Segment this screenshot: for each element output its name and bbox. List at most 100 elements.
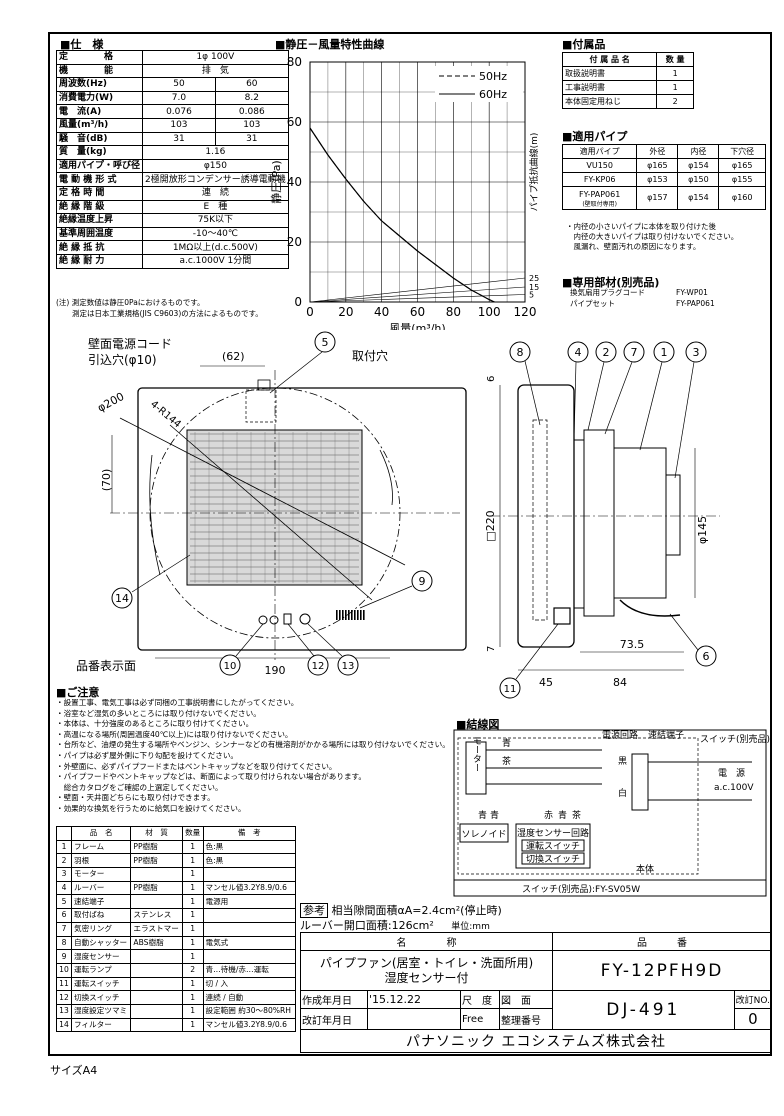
parts-cell: モーター: [70, 867, 132, 882]
spec-value: φ150: [142, 158, 289, 174]
caution-line: ・設置工事、電気工事は必ず同梱の工事説明書にしたがってください。: [56, 698, 299, 707]
pipe-cell: φ157: [636, 186, 679, 210]
pipe-head-cell: 内径: [677, 144, 720, 159]
callout-6: [695, 645, 717, 667]
spec-note-2: 測定は日本工業規格(JIS C9603)の方法によるものです。: [72, 309, 263, 318]
parts-cell: 羽根: [70, 853, 132, 869]
callout-6-label: 6: [703, 650, 710, 663]
callout-8: [509, 341, 531, 363]
legend-50hz: 50Hz: [479, 70, 507, 83]
parts-cell: 電源用: [202, 894, 296, 910]
pipe-head-cell: 下穴径: [718, 144, 766, 159]
pipe-cell: φ160: [718, 186, 766, 210]
caution-line: ・外壁面に、必ずパイプフードまたはベントキャップなどを取り付けてください。: [56, 761, 337, 771]
tb-model: FY-12PFH9D: [552, 950, 772, 991]
parts-cell: 1: [181, 1003, 204, 1019]
tb-name-1: パイプファン(居室・トイレ・洗面所用): [319, 955, 534, 970]
spec-row: 基準周囲温度-10〜40℃: [55, 226, 289, 242]
callout-13-label: 13: [342, 661, 355, 672]
parts-cell: PP樹脂: [130, 839, 183, 855]
option-row2-model: FY-PAP061: [676, 299, 715, 308]
parts-cell: 1: [181, 935, 204, 951]
tb-scale-value: Free: [460, 1008, 500, 1030]
parts-cell: マンセル値3.2Y8.9/0.6: [202, 1017, 296, 1033]
spec-note-1: (注) 測定数値は静圧0Paにおけるものです。: [56, 298, 205, 307]
callout-10-label: 10: [224, 661, 237, 672]
reference-line-2-row: ルーバー開口面積:126cm² 単位:mm: [300, 917, 490, 933]
parts-cell: 14: [56, 1017, 72, 1033]
front-view-drawing: (62) φ200 4-R144 (70) 190 壁面電源コード 引込穴(φ1…: [76, 331, 467, 677]
pipe-title: ■適用パイプ: [562, 130, 628, 143]
wiring-motor: モーター: [471, 736, 482, 772]
parts-cell: [202, 908, 296, 923]
parts-cell: 9: [56, 949, 72, 964]
parts-cell: 3: [56, 867, 72, 882]
spec-value: 75K以下: [142, 213, 289, 228]
spec-row: 機 能排 気: [55, 63, 289, 79]
parts-cell: 1: [181, 976, 204, 992]
side-motor: [613, 447, 667, 599]
pipe-cell: φ150: [677, 172, 720, 187]
spec-title: ■仕 様: [60, 38, 104, 51]
louver-slats: [190, 432, 359, 583]
tb-made-value: '15.12.22: [367, 990, 461, 1009]
spec-value-50hz: 0.076: [142, 104, 216, 119]
spec-value: E 種: [142, 199, 289, 215]
mount-slot-right: [379, 449, 393, 506]
tb-name-cell: パイプファン(居室・トイレ・洗面所用) 湿度センサー付: [300, 950, 553, 991]
spec-value: 2極開放形コンデンサー誘導電動機: [142, 172, 289, 187]
reference-line-1: 相当隙間面積αA=2.4cm²(停止時): [331, 904, 502, 917]
reference-line-2: ルーバー開口面積:126cm²: [300, 919, 434, 932]
pipe-resistance-5: [309, 294, 526, 303]
mount-slot-left: [149, 454, 161, 576]
callout-11-leader: [515, 623, 559, 680]
callout-3-leader: [674, 361, 695, 479]
parts-cell: 6: [56, 908, 72, 923]
chart-y-tick: 40: [287, 175, 302, 189]
unit-label: 単位:mm: [451, 922, 490, 932]
spec-key: 絶 縁 抵 抗: [55, 240, 144, 255]
callout-13-leader: [307, 623, 343, 657]
spec-key: 電 流(A): [55, 104, 144, 119]
callout-2-leader: [587, 361, 605, 431]
parts-head-no: [56, 826, 72, 841]
parts-cell: [130, 949, 183, 964]
wire-white: 白: [618, 787, 627, 799]
parts-cell: 1: [181, 867, 204, 882]
side-switch: [553, 607, 571, 625]
wire-blue-4: 青: [558, 809, 567, 821]
acc-cell: 1: [656, 80, 694, 95]
pipe-resistance-25: [309, 277, 526, 303]
side-frame: [573, 439, 585, 609]
callout-14: [111, 587, 133, 609]
spec-key: 定 格 時 間: [55, 185, 144, 201]
spec-key: 質 量(kg): [55, 145, 144, 160]
parts-cell: [202, 949, 296, 964]
side-spring: [619, 599, 681, 617]
dim-200: φ200: [95, 390, 126, 415]
parts-cell: 2: [181, 962, 204, 978]
parts-cell: 11: [56, 976, 72, 992]
spec-value-50hz: 103: [142, 117, 216, 133]
title-block: 名 称 品 番 パイプファン(居室・トイレ・洗面所用) 湿度センサー付 FY-1…: [300, 932, 773, 1053]
parts-cell: 1: [181, 880, 204, 896]
acc-cell: 本体固定用ねじ: [561, 94, 658, 109]
pipe-tick: 25: [529, 274, 539, 283]
callout-12-label: 12: [312, 661, 325, 672]
dim-r144: 4-R144: [148, 399, 183, 431]
dim-735: 73.5: [620, 638, 645, 651]
dim-70: (70): [100, 469, 113, 492]
dim-190: 190: [265, 664, 286, 677]
front-body-outline: [137, 387, 467, 651]
dim-45: 45: [539, 676, 553, 689]
